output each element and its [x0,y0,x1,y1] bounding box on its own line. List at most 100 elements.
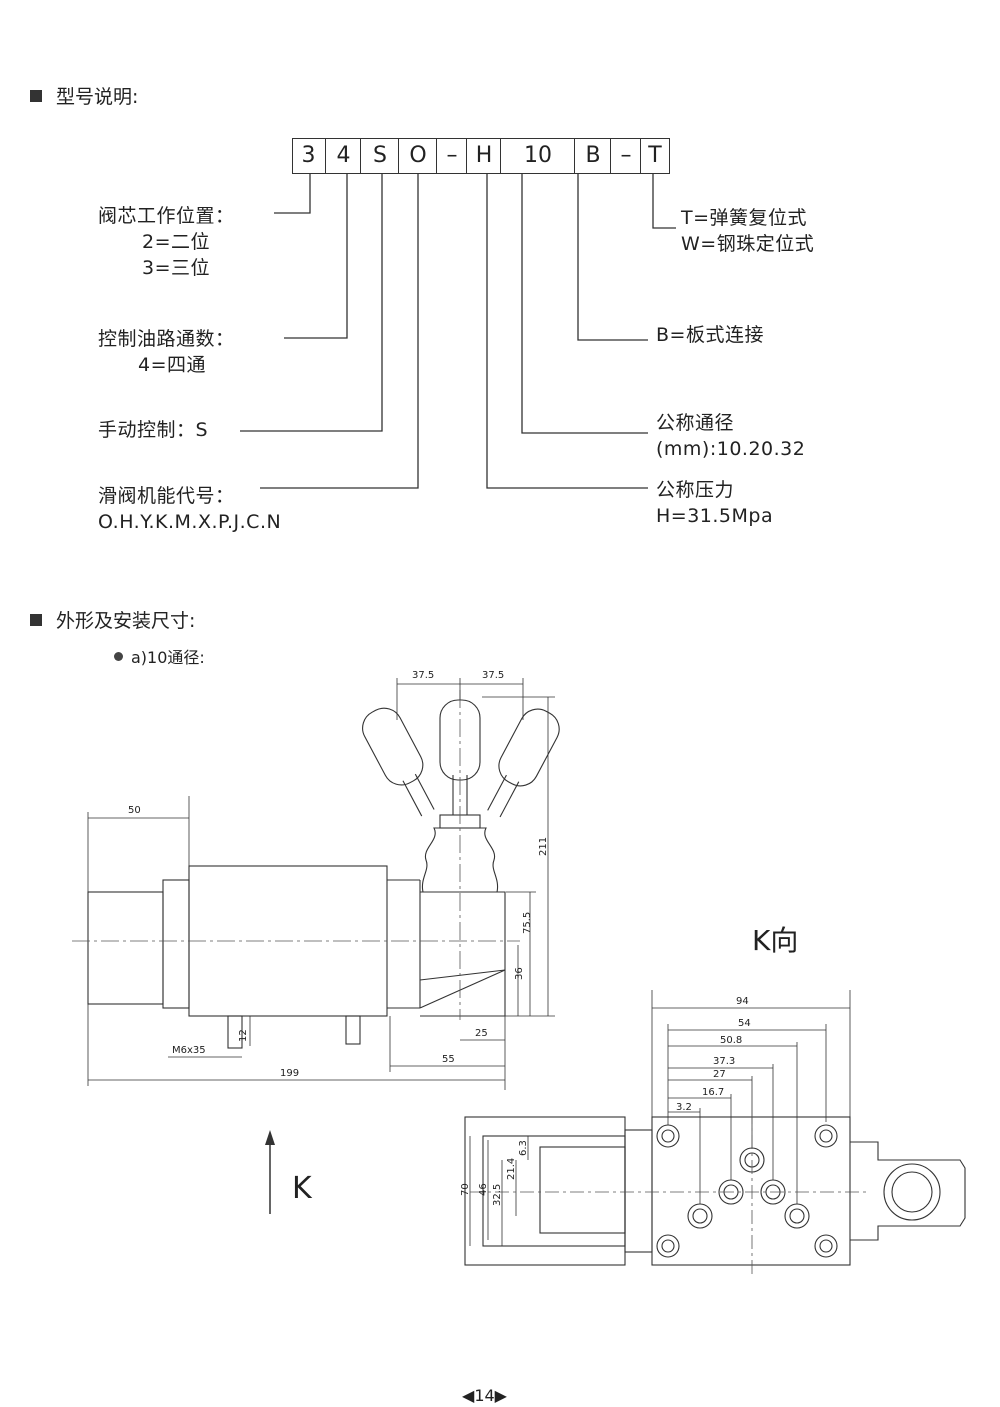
dim-70: 70 [460,1183,471,1196]
k-view: K向 [460,924,966,1275]
code-cell-9: – [610,139,641,173]
label-position-2: 2=二位 [142,231,211,253]
label-bore-title: 公称通径 [656,412,735,434]
label-mount-b: B=板式连接 [656,324,764,346]
code-cell-4: O [398,139,437,173]
label-reset-w: W=钢珠定位式 [681,233,815,255]
dim-37-5-right: 37.5 [482,670,504,681]
label-ports-4: 4=四通 [138,354,207,376]
label-pressure: 公称压力 H=31.5Mpa [656,477,773,529]
dim-46: 46 [478,1183,489,1196]
label-bore-values: (mm):10.20.32 [656,438,806,460]
section-model-title: 型号说明: [30,82,138,109]
subsection-10-bore-text: a)10通径: [131,648,205,667]
dim-55: 55 [442,1054,455,1065]
label-spool-title: 滑阀机能代号： [98,485,235,507]
end-cap [87,891,164,1005]
dim-199: 199 [280,1068,299,1079]
dim-32-5: 32.5 [492,1184,503,1206]
handle-housing [420,891,506,1017]
dim-37-3: 37.3 [713,1056,735,1067]
housing-slope-2 [419,969,506,1009]
dim-50-8: 50.8 [720,1035,742,1046]
label-control: 手动控制：S [98,417,208,443]
dim-211: 211 [538,837,549,856]
dim-m6x35: M6x35 [172,1045,206,1056]
leader-position [274,173,311,214]
body-outline [464,1116,626,1266]
page-number: ◀14▶ [462,1386,507,1405]
code-cell-2: 4 [325,139,361,173]
dim-25: 25 [475,1028,488,1039]
square-bullet-icon [30,614,42,626]
k-arrow-label: K [292,1171,313,1206]
label-bore: 公称通径 (mm):10.20.32 [656,410,805,462]
leader-reset [652,173,676,229]
bolt-hole-bl [656,1234,680,1258]
port-t2 [784,1203,810,1229]
port-t1 [687,1203,713,1229]
label-reset-t: T=弹簧复位式 [681,207,808,229]
dim-21-4: 21.4 [506,1158,517,1180]
dimension-lines [87,678,555,1090]
bolt-hole-tr [814,1124,838,1148]
valve-side-view [87,699,560,1049]
bolt-hole-tl [656,1124,680,1148]
code-cell-1: 3 [301,143,316,168]
label-position-3: 3=三位 [142,257,211,279]
label-ports: 控制油路通数： 4=四通 [98,326,235,378]
leader-bore [521,173,648,434]
dim-75-5: 75.5 [522,912,533,934]
k-direction-arrow: K [265,1130,313,1214]
dim-16-7: 16.7 [702,1087,724,1098]
dim-27: 27 [713,1069,726,1080]
leader-spool [260,173,419,489]
k-view-center-lines [470,1110,870,1275]
bolt-hole-br [814,1234,838,1258]
rubber-boot [421,827,499,893]
section-model-title-text: 型号说明: [56,86,139,108]
model-code-box [292,138,670,174]
body-neck [624,1129,653,1253]
code-cell-10: T [640,139,669,173]
label-spool-codes: O.H.Y.K.M.X.P.J.C.N [98,511,282,533]
dim-50: 50 [128,805,141,816]
label-pressure-title: 公称压力 [656,479,735,501]
mount-foot-left [227,1015,243,1049]
lever-left [362,707,435,817]
square-bullet-icon [30,90,42,102]
section-dimensions-title-text: 外形及安装尺寸: [56,610,196,632]
leader-control [240,173,383,432]
leader-mount [577,173,648,341]
leader-pressure [486,173,648,489]
dimension-labels: 37.5 37.5 50 211 75.5 36 25 55 12 M6x35 … [128,670,549,1079]
subsection-10-bore: a)10通径: [114,644,205,668]
handle-bracket [850,1141,966,1241]
housing-slope [419,969,506,981]
leader-lines [240,173,676,489]
bracket-boss-outer [883,1163,941,1221]
code-cell-8: B [574,139,611,173]
code-cell-3: S [360,139,399,173]
code-cell-5: – [436,139,467,173]
label-position-title: 阀芯工作位置： [98,205,235,227]
dim-3-2: 3.2 [676,1102,692,1113]
label-ports-title: 控制油路通数： [98,328,235,350]
leader-ports [284,173,348,339]
code-cell-7: 10 [500,139,575,173]
mount-foot-right [345,1015,361,1045]
dim-36: 36 [514,967,525,980]
arrow-right-icon: ▶ [494,1386,507,1405]
cap-flange [162,879,190,1009]
center-lines [72,690,520,1020]
body-inset [539,1146,626,1234]
k-view-title: K向 [752,924,798,957]
dim-54: 54 [738,1018,751,1029]
label-position: 阀芯工作位置： 2=二位 3=三位 [98,203,235,281]
code-cell-6: H [466,139,501,173]
label-spool: 滑阀机能代号： O.H.Y.K.M.X.P.J.C.N [98,483,281,535]
lever-right [487,708,560,818]
dim-12: 12 [238,1029,249,1042]
dim-94: 94 [736,996,749,1007]
